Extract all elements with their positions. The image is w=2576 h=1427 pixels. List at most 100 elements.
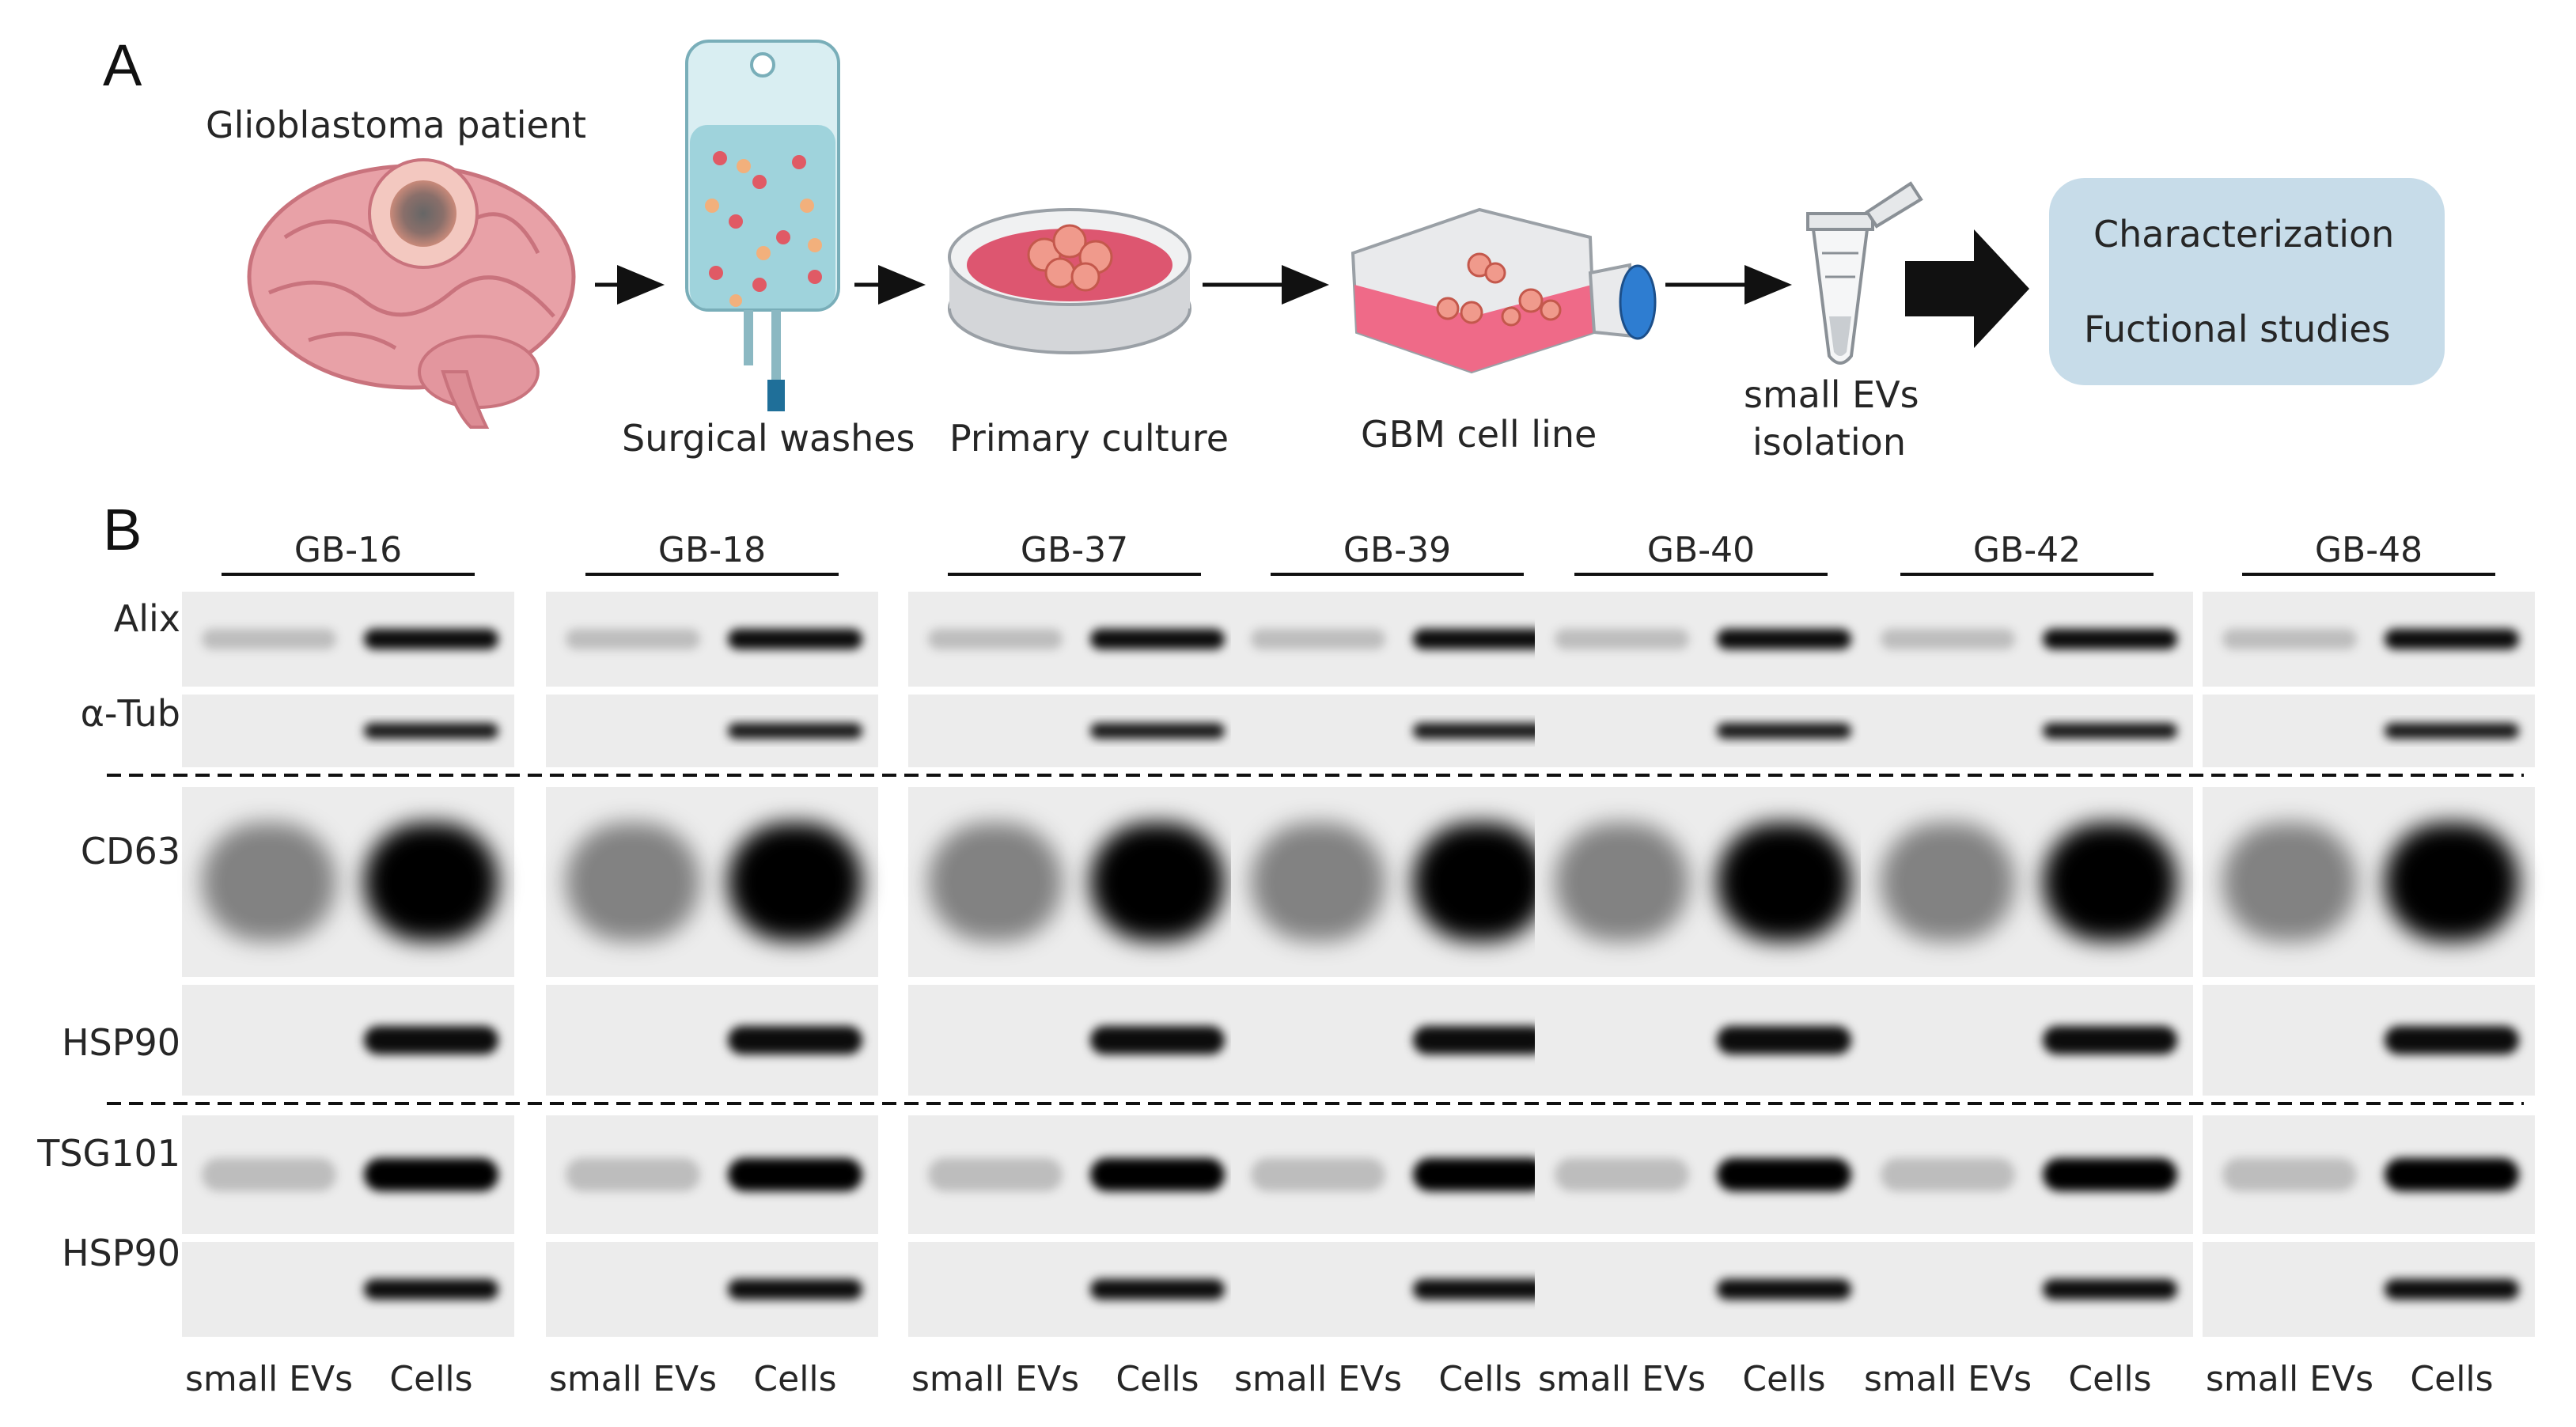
- band-cells: [1413, 1026, 1547, 1054]
- band-cells: [1413, 629, 1547, 649]
- band-cells: [1090, 1026, 1225, 1054]
- lane-label-small-evs: small EVs: [2206, 1359, 2373, 1399]
- lane-label-cells: Cells: [2068, 1359, 2151, 1399]
- band-small-evs: [1251, 629, 1385, 649]
- band-cells: [1090, 629, 1225, 649]
- sample-header: GB-18: [658, 530, 766, 570]
- outcome-characterization: Characterization: [2093, 213, 2394, 255]
- band-small-evs: [1881, 1158, 2015, 1191]
- band-cells: [364, 1279, 498, 1300]
- band-cells: [728, 1279, 862, 1300]
- band-cells: [728, 1158, 862, 1191]
- band-cells: [1090, 1279, 1225, 1300]
- patient-label: Glioblastoma patient: [206, 104, 586, 146]
- lane-label-small-evs: small EVs: [1538, 1359, 1706, 1399]
- band-small-evs: [928, 1158, 1063, 1191]
- band-cells: [364, 629, 498, 649]
- band-cells: [728, 629, 862, 649]
- band-cells: [364, 823, 498, 941]
- marker-label: α-Tub: [81, 692, 180, 735]
- sample-header: GB-37: [1021, 530, 1128, 570]
- lane-label-cells: Cells: [389, 1359, 472, 1399]
- band-small-evs: [1555, 629, 1689, 649]
- band-cells: [1717, 1279, 1851, 1300]
- panel-a-letter: A: [103, 32, 142, 98]
- isolation-label-line1: small EVs: [1744, 373, 1919, 416]
- big-arrow-icon: [1905, 229, 2029, 348]
- petri-dish-icon: [948, 208, 1191, 354]
- band-small-evs: [566, 1158, 700, 1191]
- band-small-evs: [1251, 1158, 1385, 1191]
- band-small-evs: [202, 1158, 336, 1191]
- band-cells: [364, 1026, 498, 1054]
- lane-label-small-evs: small EVs: [185, 1359, 353, 1399]
- band-cells: [1090, 723, 1225, 739]
- isolation-label-line2: isolation: [1752, 421, 1906, 464]
- marker-label: HSP90: [62, 1021, 180, 1064]
- lane-label-small-evs: small EVs: [911, 1359, 1079, 1399]
- band-cells: [2385, 1026, 2519, 1054]
- band-small-evs: [1555, 1158, 1689, 1191]
- band-small-evs: [928, 629, 1063, 649]
- band-small-evs: [1881, 629, 2015, 649]
- band-cells: [1717, 629, 1851, 649]
- band-cells: [728, 823, 862, 941]
- band-cells: [2043, 823, 2177, 941]
- outcome-functional-studies: Fuctional studies: [2084, 308, 2391, 350]
- western-blot-area: [182, 592, 2535, 1337]
- step-label-primary-culture: Primary culture: [949, 417, 1229, 460]
- marker-label: HSP90: [62, 1232, 180, 1274]
- band-cells: [2385, 1279, 2519, 1300]
- marker-label: CD63: [81, 830, 180, 872]
- lane-label-small-evs: small EVs: [549, 1359, 717, 1399]
- band-cells: [1090, 1158, 1225, 1191]
- band-cells: [2385, 629, 2519, 649]
- band-cells: [1413, 1279, 1547, 1300]
- band-cells: [1413, 823, 1547, 941]
- band-cells: [364, 1158, 498, 1191]
- band-small-evs: [2222, 823, 2357, 941]
- band-cells: [1717, 723, 1851, 739]
- lane-labels: small EVs Cells small EVs Cells small EVs Cel…: [185, 1359, 2494, 1399]
- band-cells: [364, 723, 498, 739]
- band-cells: [2043, 629, 2177, 649]
- band-cells: [728, 723, 862, 739]
- outcome-box: [2049, 178, 2445, 385]
- band-small-evs: [1555, 823, 1689, 941]
- band-small-evs: [202, 629, 336, 649]
- sample-header: GB-39: [1343, 530, 1451, 570]
- lane-label-cells: Cells: [1116, 1359, 1199, 1399]
- brain-illustration: [247, 158, 576, 429]
- band-small-evs: [2222, 629, 2357, 649]
- band-small-evs: [202, 823, 336, 941]
- band-cells: [2385, 1158, 2519, 1191]
- band-cells: [1717, 823, 1851, 941]
- sample-header: GB-16: [294, 530, 402, 570]
- step-label-gbm-cell-line: GBM cell line: [1361, 413, 1597, 456]
- band-cells: [1717, 1158, 1851, 1191]
- band-cells: [728, 1026, 862, 1054]
- band-small-evs: [1881, 823, 2015, 941]
- band-cells: [2385, 823, 2519, 941]
- step-label-surgical-washes: Surgical washes: [622, 417, 915, 460]
- band-cells: [1413, 723, 1547, 739]
- lane-label-small-evs: small EVs: [1234, 1359, 1402, 1399]
- band-cells: [2043, 1158, 2177, 1191]
- lane-label-cells: Cells: [1438, 1359, 1521, 1399]
- marker-label: TSG101: [36, 1132, 180, 1175]
- microtube-icon: [1806, 181, 1923, 365]
- band-small-evs: [566, 629, 700, 649]
- band-cells: [2043, 1026, 2177, 1054]
- lane-label-cells: Cells: [2410, 1359, 2493, 1399]
- band-cells: [1717, 1026, 1851, 1054]
- surgical-wash-bag-icon: [685, 40, 840, 411]
- band-small-evs: [566, 823, 700, 941]
- band-small-evs: [2222, 1158, 2357, 1191]
- band-cells: [1090, 823, 1225, 941]
- band-cells: [2043, 1279, 2177, 1300]
- sample-header: GB-40: [1647, 530, 1755, 570]
- band-cells: [1413, 1158, 1547, 1191]
- band-cells: [2385, 723, 2519, 739]
